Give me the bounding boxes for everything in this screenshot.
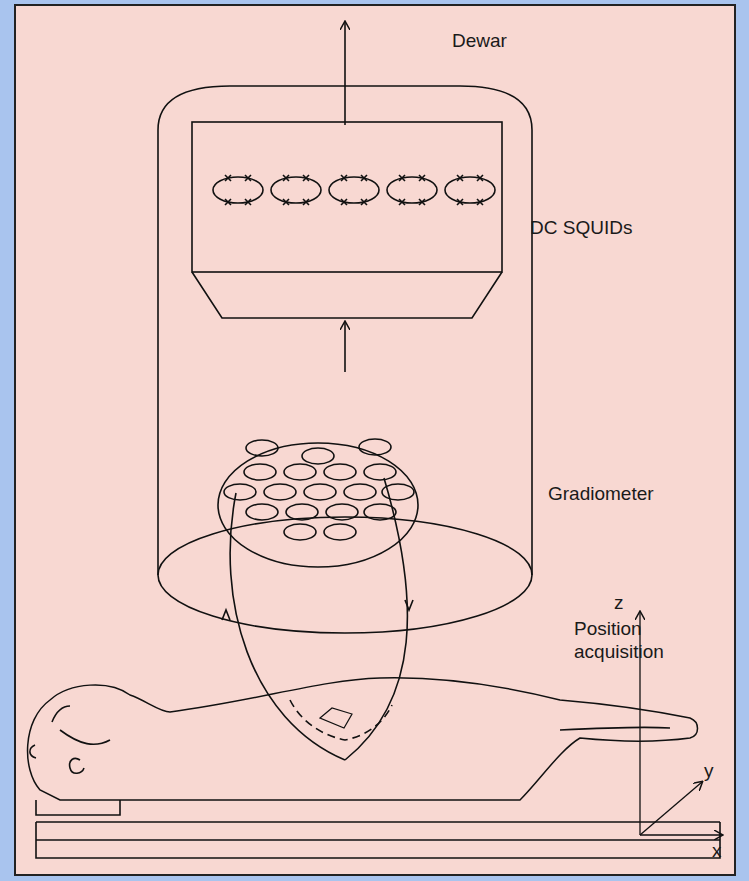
gradiometer-coil	[286, 504, 318, 520]
josephson-junction	[225, 199, 231, 205]
gradiometer-coil	[246, 504, 278, 520]
gradiometer-coil	[359, 439, 391, 455]
gradiometer-label: Gradiometer	[548, 483, 654, 506]
josephson-junction	[457, 199, 463, 205]
josephson-junction	[419, 175, 425, 181]
gradiometer-coil	[304, 484, 336, 500]
gradiometer-coil	[284, 464, 316, 480]
gradiometer-coil	[284, 524, 316, 540]
josephson-junction	[477, 175, 483, 181]
gradiometer-coil	[324, 464, 356, 480]
position-label: Position acquisition	[574, 618, 694, 664]
josephson-junction	[283, 175, 289, 181]
squid-loop	[271, 177, 321, 203]
dewar-label: Dewar	[452, 30, 507, 53]
josephson-junction	[457, 175, 463, 181]
gradiometer-coil	[326, 504, 358, 520]
gradiometer-coil	[344, 484, 376, 500]
josephson-junction	[361, 199, 367, 205]
background-panel	[14, 4, 736, 876]
josephson-junction	[303, 199, 309, 205]
squid-loop	[387, 177, 437, 203]
squid-label: DC SQUIDs	[530, 217, 632, 240]
josephson-junction	[341, 199, 347, 205]
josephson-junction	[361, 175, 367, 181]
josephson-junction	[245, 175, 251, 181]
gradiometer-coil	[324, 524, 356, 540]
gradiometer-coil	[224, 484, 256, 500]
axis-label: y	[704, 760, 714, 783]
josephson-junction	[341, 175, 347, 181]
gradiometer-coil	[302, 448, 334, 464]
squid-loop	[445, 177, 495, 203]
axis-label: x	[712, 840, 722, 863]
josephson-junction	[477, 199, 483, 205]
axis-label: z	[614, 592, 624, 615]
squid-loop	[329, 177, 379, 203]
josephson-junction	[225, 175, 231, 181]
josephson-junction	[399, 175, 405, 181]
gradiometer-coil	[244, 464, 276, 480]
gradiometer-coil	[364, 464, 396, 480]
josephson-junction	[303, 175, 309, 181]
josephson-junction	[245, 199, 251, 205]
gradiometer-coil	[246, 440, 278, 456]
josephson-junction	[419, 199, 425, 205]
gradiometer-coil	[264, 484, 296, 500]
squid-loop	[213, 177, 263, 203]
josephson-junction	[283, 199, 289, 205]
josephson-junction	[399, 199, 405, 205]
